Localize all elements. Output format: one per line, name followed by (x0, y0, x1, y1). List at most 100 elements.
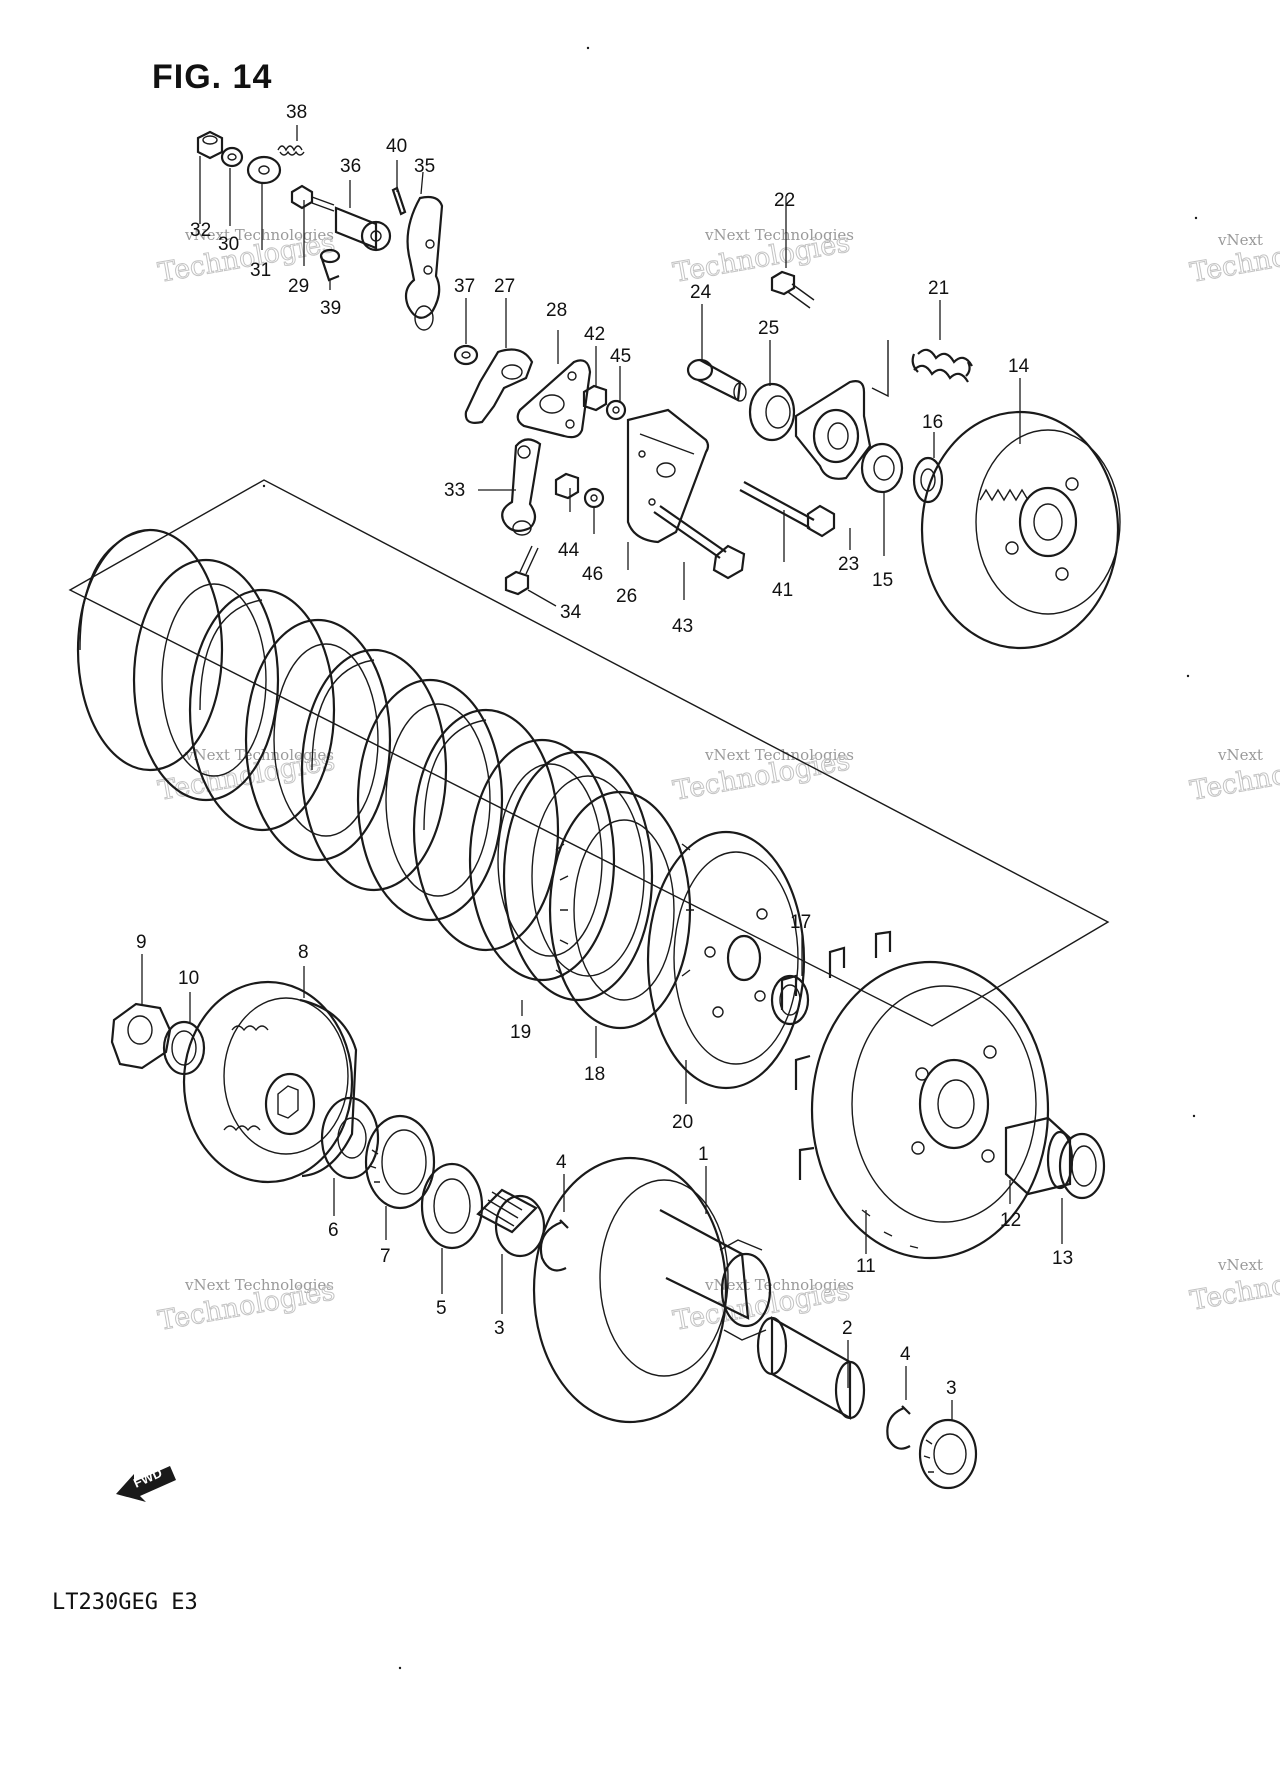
watermark-text: vNext Technologies (704, 226, 854, 244)
part-46-washer (583, 487, 605, 509)
watermark-right-edge-low: vNext Technologies (1187, 1255, 1280, 1318)
part-29-bolt (290, 184, 335, 212)
watermark-top-left: vNext Technologies Technologies (155, 226, 337, 289)
watermark-text: vNext Technologies (184, 746, 334, 764)
part-3-needle-bearing (476, 1188, 546, 1258)
label-37: 37 (454, 276, 475, 297)
figure-title: FIG. 14 (152, 58, 273, 96)
part-4b-circlip (886, 1405, 911, 1450)
part-18-toothed-plate (548, 790, 694, 1030)
linkage-group (196, 130, 1121, 650)
part-13-washer (1058, 1132, 1106, 1200)
label-40: 40 (386, 136, 407, 157)
watermark-text: vNext Technologies (184, 226, 334, 244)
label-11: 11 (856, 1256, 876, 1277)
label-2: 2 (842, 1318, 853, 1339)
label-13: 13 (1052, 1248, 1073, 1269)
label-38: 38 (286, 102, 307, 123)
part-3b-needle-bearing (918, 1418, 978, 1490)
label-19: 19 (510, 1022, 531, 1043)
watermark-right-edge-top: vNext Technologies (1187, 227, 1280, 290)
label-31: 31 (250, 260, 271, 281)
label-44: 44 (558, 540, 580, 561)
watermark-group: vNext Technologies Technologies vNext Te… (155, 226, 1280, 1338)
label-39: 39 (320, 298, 341, 319)
label-36: 36 (340, 156, 361, 177)
label-24: 24 (690, 282, 712, 303)
label-32: 32 (190, 220, 211, 241)
label-6: 6 (328, 1220, 339, 1241)
part-31-washer (246, 155, 282, 185)
label-1: 1 (698, 1144, 709, 1165)
clutch-plate (468, 738, 616, 982)
bracket-line (871, 340, 889, 398)
stack-outline (68, 479, 1110, 1027)
label-3b: 3 (946, 1378, 957, 1399)
label-41: 41 (772, 580, 793, 601)
clutch-plate (132, 558, 280, 802)
watermark-text: vNext (1217, 231, 1263, 249)
part-14-clutch-housing (920, 410, 1121, 650)
label-28: 28 (546, 300, 567, 321)
fwd-arrow-icon: FWD (116, 1465, 176, 1502)
part-44-nut (554, 472, 580, 500)
label-5: 5 (436, 1298, 447, 1319)
part-36-shaft (334, 206, 392, 252)
label-7: 7 (380, 1246, 391, 1267)
clutch-plate (300, 648, 448, 892)
part-2-sleeve (756, 1316, 866, 1420)
part-23-lifter-plate (794, 380, 872, 480)
watermark-mid-center: vNext Technologies Technologies (670, 745, 854, 808)
label-15: 15 (872, 570, 893, 591)
part-27-cam-lever (464, 348, 534, 424)
label-34: 34 (560, 602, 582, 623)
label-18: 18 (584, 1064, 605, 1085)
label-14: 14 (1008, 356, 1030, 377)
scan-specks (262, 46, 1198, 1670)
part-43-bolt (653, 505, 746, 580)
part-17-ring (770, 974, 810, 1026)
part-40-cotter-pin (391, 186, 407, 216)
label-26: 26 (616, 586, 637, 607)
part-labels: 38 40 35 36 32 30 31 29 39 37 27 28 42 4… (136, 102, 1073, 1399)
label-27: 27 (494, 276, 515, 297)
watermark-text: vNext Technologies (184, 1276, 334, 1294)
label-43: 43 (672, 616, 693, 637)
part-7-roller-bearing (364, 1114, 436, 1210)
part-19-plate (502, 750, 654, 1002)
watermark-text: vNext (1217, 746, 1263, 764)
label-25: 25 (758, 318, 779, 339)
leader-lines (141, 125, 1063, 1420)
label-9: 9 (136, 932, 147, 953)
clutch-plate (188, 588, 336, 832)
label-30: 30 (218, 234, 239, 255)
part-8-centrifugal-clutch (182, 980, 358, 1184)
part-20-pressure-plate (646, 830, 806, 1090)
label-21: 21 (928, 278, 949, 299)
label-12: 12 (1000, 1210, 1021, 1231)
clutch-plate-stack (68, 479, 1110, 1090)
label-17: 17 (790, 912, 811, 933)
clutch-plate (76, 528, 224, 772)
part-15-bearing (860, 442, 904, 494)
part-1-clutch-drum (532, 1156, 772, 1424)
label-22: 22 (774, 190, 795, 211)
part-21-spring (911, 348, 973, 383)
lower-group (110, 930, 1106, 1490)
part-5-washer (420, 1162, 484, 1250)
watermark-low-left: vNext Technologies Technologies (155, 1275, 337, 1338)
part-30-washer (220, 146, 244, 168)
part-28-plate (516, 359, 592, 439)
label-20: 20 (672, 1112, 693, 1133)
part-24-pin (686, 358, 747, 402)
label-46: 46 (582, 564, 603, 585)
label-35: 35 (414, 156, 435, 177)
label-4: 4 (556, 1152, 567, 1173)
part-11-driven-gear (780, 930, 1050, 1260)
watermark-text: vNext (1217, 1256, 1263, 1274)
part-34-bolt (504, 545, 539, 596)
part-26-bracket (626, 408, 710, 544)
watermark-right-edge-mid: vNext Technologies (1187, 745, 1280, 808)
label-45: 45 (610, 346, 631, 367)
